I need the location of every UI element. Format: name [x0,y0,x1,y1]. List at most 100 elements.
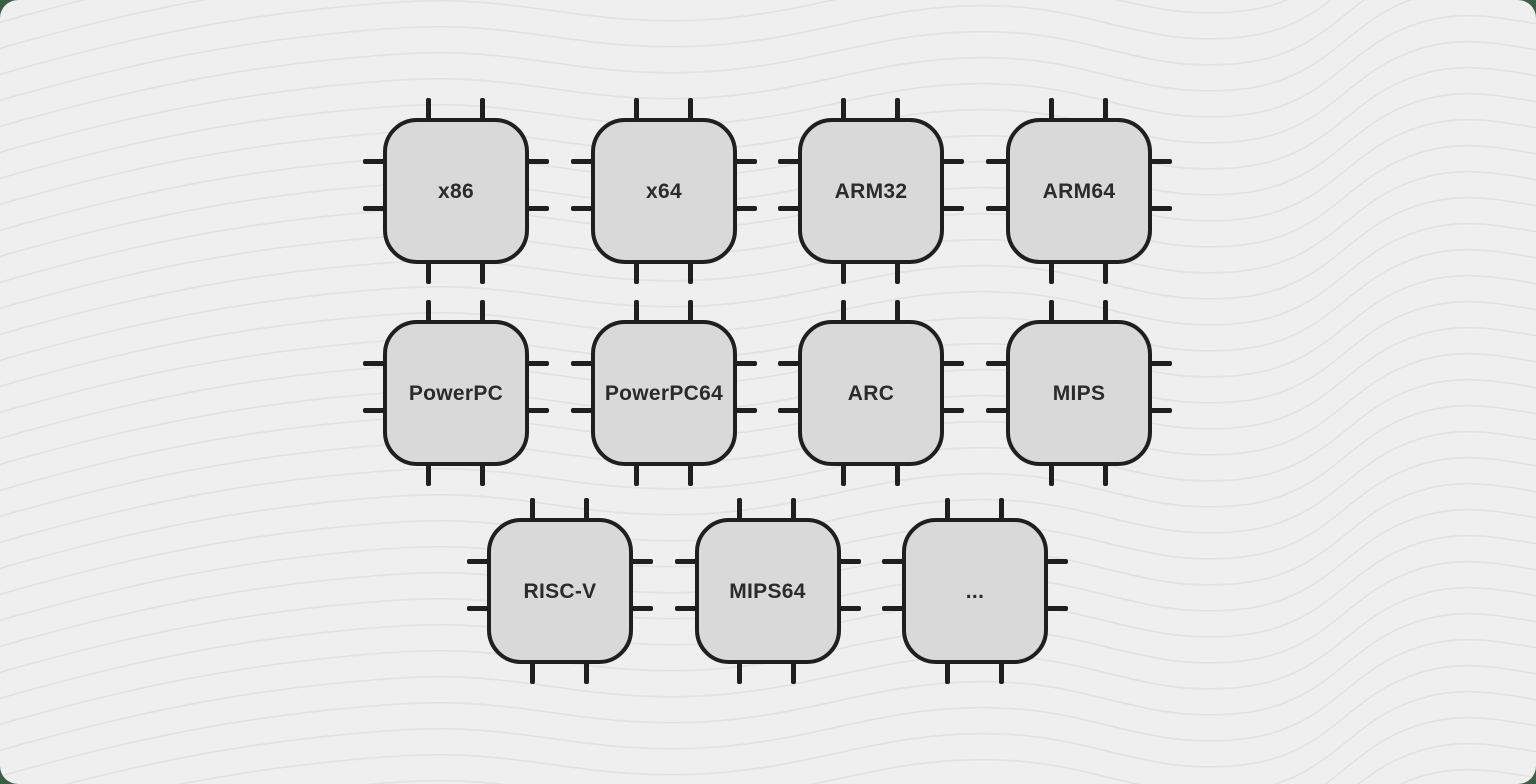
chip-pin [363,159,387,165]
chip-pin [1048,260,1054,284]
chip-pin [791,660,797,684]
chip-label: PowerPC [408,381,504,405]
chip-pin [467,606,491,612]
chip-body: x64 [591,118,737,264]
chip-pin [479,300,485,324]
chip-pin [733,361,757,367]
chip-pin [882,559,906,565]
chip-label: x86 [438,179,474,203]
chip-body: RISC-V [487,518,633,664]
chip-pin [998,660,1004,684]
chip-body: PowerPC64 [591,320,737,466]
chip-pin [1044,559,1068,565]
chip-arm32: ARM32 [778,98,964,284]
chip-pin [571,206,595,212]
chip-label: PowerPC64 [604,381,724,405]
chip-pin [529,660,535,684]
chip-pin [1148,206,1172,212]
chip-pin [840,98,846,122]
chip-pin [1148,361,1172,367]
chip-label: MIPS64 [729,579,806,603]
chip-body: MIPS64 [694,518,841,664]
chip-pin [986,206,1010,212]
chip-pin [529,498,535,522]
chip-pin [425,462,431,486]
chip-pin [840,260,846,284]
chip-pin [674,606,699,612]
chip-pin [733,206,757,212]
chip-pin [525,206,549,212]
chip-pin [778,361,802,367]
chip-pin [687,300,693,324]
chip-pin [1048,98,1054,122]
chip-pin [791,498,797,522]
chip-pin [571,159,595,165]
chip-pin [986,408,1010,414]
chip-pin [674,559,699,565]
chip-pin [467,559,491,565]
chip-pin [1102,98,1108,122]
chip-body: PowerPC [383,320,529,466]
chip-powerpc64: PowerPC64 [571,300,757,486]
chip-label: x64 [646,179,682,203]
chip-pin [687,260,693,284]
chip-pin [733,408,757,414]
chip-pin [629,606,653,612]
chip-pin [894,98,900,122]
chip-label: ARM32 [834,179,908,203]
chip-pin [944,498,950,522]
chip-pin [583,498,589,522]
chip-riscv: RISC-V [467,498,653,684]
chip-pin [633,98,639,122]
chip-pin [479,260,485,284]
chip-pin [894,300,900,324]
chip-label: RISC-V [523,579,597,603]
chip-pin [1048,462,1054,486]
chip-pin [479,98,485,122]
chip-pin [525,159,549,165]
chip-pin [583,660,589,684]
chip-pin [1102,260,1108,284]
chip-pin [633,462,639,486]
chip-pin [986,361,1010,367]
chip-label: ARM64 [1042,179,1116,203]
chip-x64: x64 [571,98,757,284]
chip-arm64: ARM64 [986,98,1172,284]
chip-pin [525,361,549,367]
chip-body: ARM64 [1006,118,1152,264]
chip-body: ... [902,518,1048,664]
chip-pin [687,462,693,486]
chip-pin [571,408,595,414]
chip-arc: ARC [778,300,964,486]
chip-powerpc: PowerPC [363,300,549,486]
chip-pin [737,660,743,684]
chip-pin [571,361,595,367]
chip-body: x86 [383,118,529,264]
chip-pin [1044,606,1068,612]
chip-pin [1102,300,1108,324]
chip-pin [986,159,1010,165]
chip-pin [425,300,431,324]
chip-pin [840,300,846,324]
chip-pin [894,260,900,284]
chip-pin [840,462,846,486]
chip-mips64: MIPS64 [674,498,861,684]
chip-pin [836,606,861,612]
chip-pin [737,498,743,522]
chip-pin [687,98,693,122]
chip-pin [940,159,964,165]
chip-pin [525,408,549,414]
chip-pin [940,361,964,367]
chip-body: MIPS [1006,320,1152,466]
chip-pin [629,559,653,565]
chip-label: ARC [847,381,895,405]
chip-body: ARM32 [798,118,944,264]
chip-pin [882,606,906,612]
chip-mips: MIPS [986,300,1172,486]
chip-pin [778,408,802,414]
chip-more: ... [882,498,1068,684]
chip-pin [633,260,639,284]
chip-pin [998,498,1004,522]
chip-pin [425,98,431,122]
